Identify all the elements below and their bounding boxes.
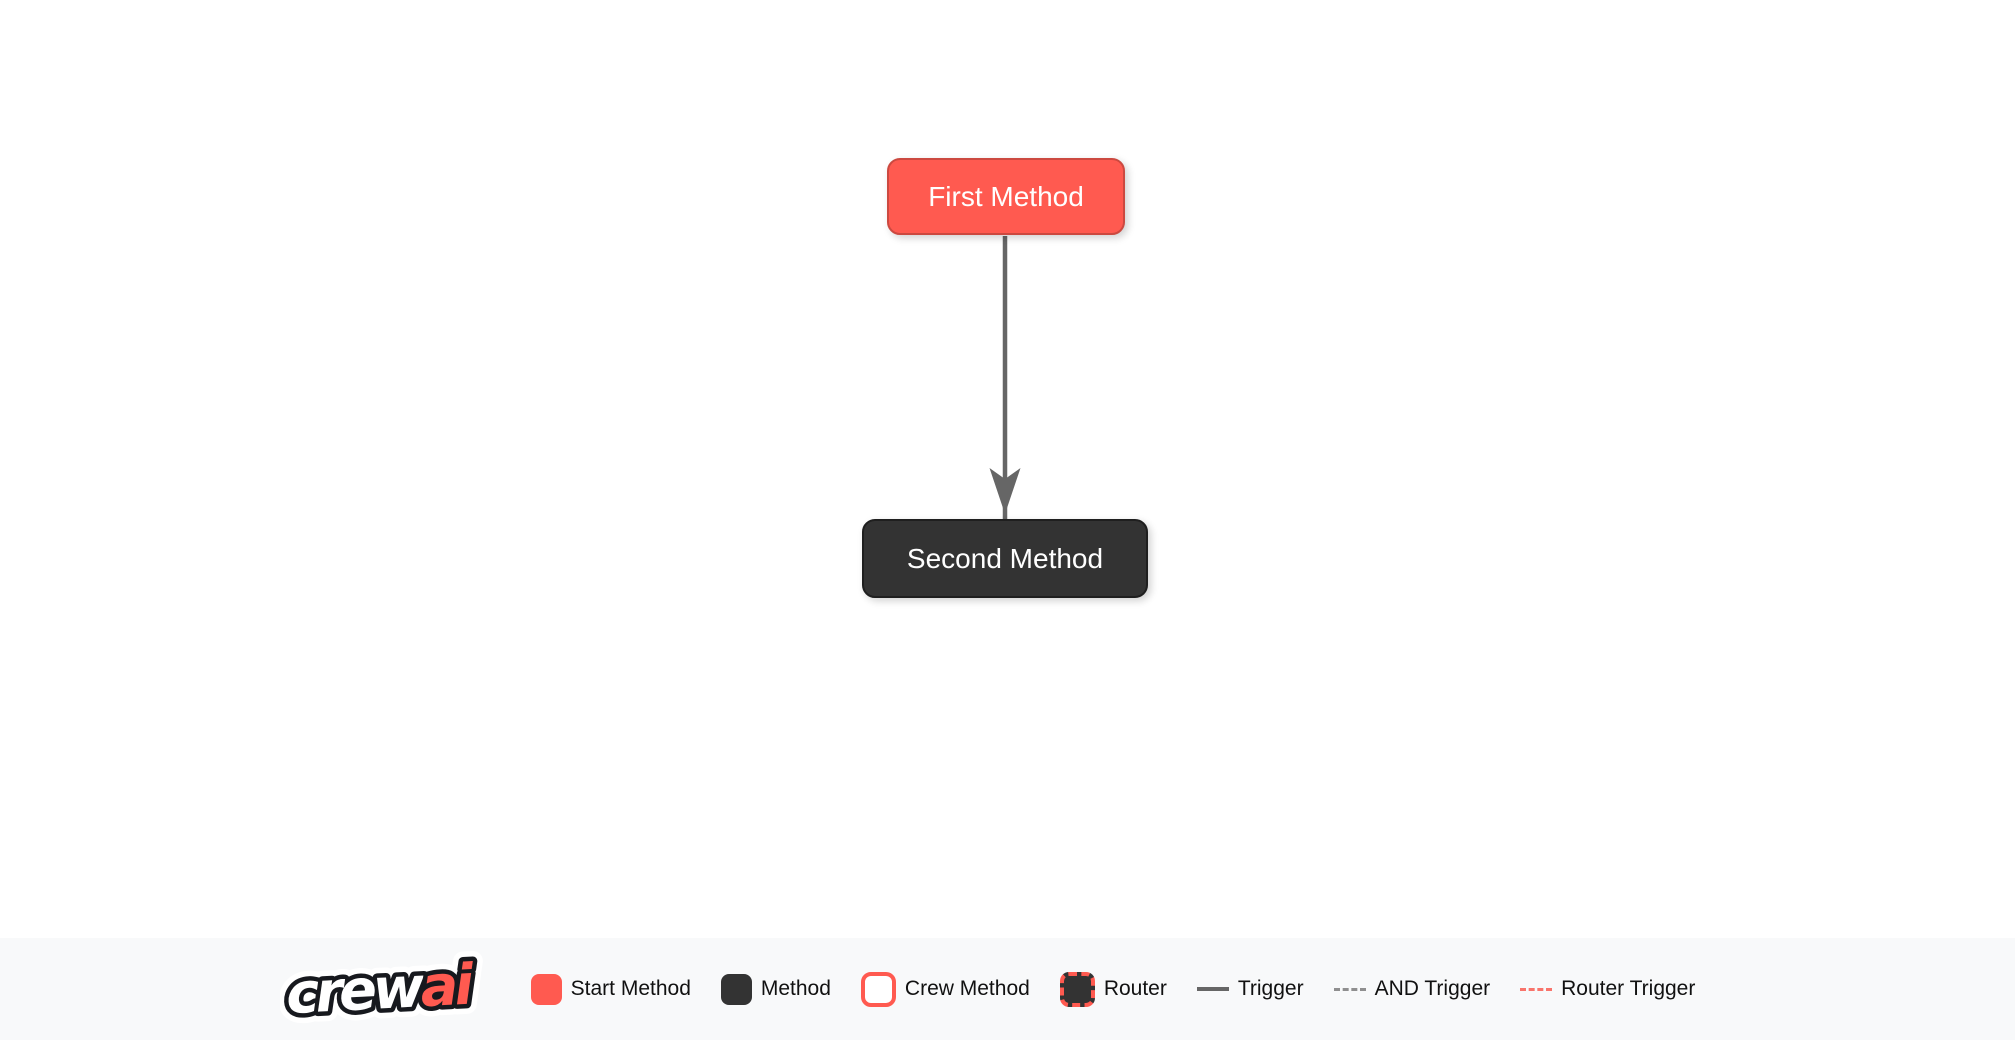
legend-label: Crew Method xyxy=(904,977,1030,1000)
router-swatch-icon xyxy=(1059,971,1095,1007)
trigger-line-icon xyxy=(1196,987,1229,991)
node-second-method-label: Second Method xyxy=(906,542,1104,574)
node-first-method[interactable]: First Method xyxy=(887,158,1125,235)
and-trigger-line-icon xyxy=(1333,987,1366,991)
legend-label: AND Trigger xyxy=(1374,977,1491,1000)
node-first-method-label: First Method xyxy=(928,180,1084,212)
legend-item-crew-method: Crew Method xyxy=(860,971,1030,1007)
legend-label: Start Method xyxy=(570,977,691,1000)
crewai-logo: crewai crewai xyxy=(280,950,494,1028)
legend-label: Trigger xyxy=(1237,977,1304,1000)
legend-label: Router xyxy=(1103,977,1167,1000)
method-swatch-icon xyxy=(720,973,752,1005)
legend-item-router: Router xyxy=(1059,971,1167,1007)
crew-method-swatch-icon xyxy=(860,971,896,1007)
node-second-method[interactable]: Second Method xyxy=(862,519,1148,598)
legend-label: Method xyxy=(760,977,831,1000)
start-method-swatch-icon xyxy=(530,973,562,1005)
legend-item-router-trigger: Router Trigger xyxy=(1520,977,1695,1001)
legend-item-and-trigger: AND Trigger xyxy=(1333,977,1491,1001)
legend-row: crewai crewai Start Method Method Crew M… xyxy=(280,950,1696,1028)
legend-label: Router Trigger xyxy=(1561,977,1696,1000)
logo-text: crewai xyxy=(284,952,475,1027)
legend-item-trigger: Trigger xyxy=(1196,977,1304,1001)
legend-item-method: Method xyxy=(720,973,831,1005)
flow-canvas[interactable]: First Method Second Method xyxy=(0,0,2015,938)
trigger-edge-arrow xyxy=(989,236,1021,519)
arrowhead-icon xyxy=(989,468,1021,514)
legend-footer: crewai crewai Start Method Method Crew M… xyxy=(0,938,2015,1040)
logo-halo: crewai xyxy=(284,952,475,1027)
legend-item-start-method: Start Method xyxy=(530,973,691,1005)
router-trigger-line-icon xyxy=(1520,987,1553,991)
